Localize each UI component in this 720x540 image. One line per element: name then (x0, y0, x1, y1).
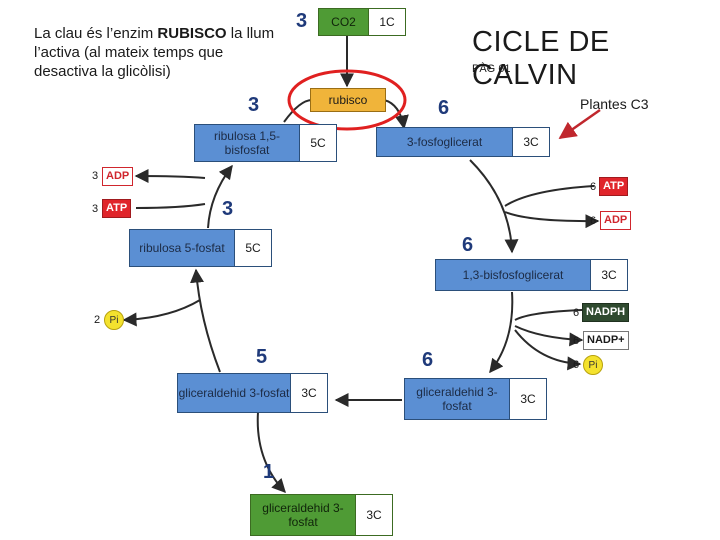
left-atp-coef: 3 (92, 203, 99, 215)
count-rubp: 3 (248, 94, 260, 116)
note-text-rubisco: RUBISCO (157, 25, 227, 42)
right-nadp-tag: NADP+ (583, 331, 629, 350)
ru5p-name: ribulosa 5-fosfat (130, 230, 234, 266)
rubisco-highlight-circle (287, 69, 407, 131)
explanation-note: La clau és l’enzim RUBISCO la llum l’act… (34, 24, 284, 81)
ru5p-carbons: 5C (234, 230, 271, 266)
page-title: CICLE DE CALVIN (472, 26, 610, 91)
bpga-to-g3p-arrow (489, 291, 514, 374)
right-nadph-tag: NADPH (582, 303, 630, 322)
g3p-output-name: gliceraldehid 3-fosfat (251, 495, 355, 535)
right-atp-coef: 6 (590, 181, 597, 193)
rubp-carbons: 5C (299, 125, 336, 161)
count-bpga: 6 (462, 234, 474, 256)
rubp-name: ribulosa 1,5-bisfosfat (195, 125, 299, 161)
pga-name: 3-fosfoglicerat (377, 128, 512, 156)
atp-in-arrow (135, 203, 206, 209)
count-co2: 3 (296, 10, 308, 32)
g3p-left-carbons: 3C (290, 374, 327, 412)
g3p-output-carbons: 3C (355, 495, 392, 535)
note-text-b: la llum l’activa (al mateix temps que de… (34, 25, 275, 80)
g3p-right-name: gliceraldehid 3-fosfat (405, 379, 509, 419)
note-text-a: La clau és l’enzim (34, 25, 158, 42)
count-pga: 6 (438, 97, 450, 119)
rubp-box: ribulosa 1,5-bisfosfat 5C (194, 124, 337, 162)
plantes-pointer-arrow (558, 108, 601, 140)
ru5p-box: ribulosa 5-fosfat 5C (129, 229, 272, 267)
left-adp-tag: ADP (102, 167, 134, 186)
pga-carbons: 3C (512, 128, 549, 156)
nadp-out-arrow (514, 325, 584, 347)
adp-right-out-arrow (504, 211, 600, 229)
g3p-left-name: gliceraldehid 3-fosfat (178, 374, 290, 412)
g3p-left-box: gliceraldehid 3-fosfat 3C (177, 373, 328, 413)
left-pi-coef: 2 (94, 314, 101, 326)
pga-box: 3-fosfoglicerat 3C (376, 127, 550, 157)
atp-right-in-arrow (504, 185, 595, 207)
pi-out-arrow (122, 299, 201, 327)
rubp-to-rubisco-arrow (283, 99, 313, 123)
left-pi-circle: Pi (104, 310, 124, 330)
pi-right-out-arrow (514, 329, 582, 371)
co2-name: CO2 (319, 9, 368, 35)
count-g3p-output: 1 (263, 461, 275, 483)
g3p-right-carbons: 3C (509, 379, 546, 419)
plant-type-label: Plantes C3 (580, 96, 649, 112)
count-g3p-left: 5 (256, 346, 268, 368)
rubisco-enzyme: rubisco (310, 88, 386, 112)
pga-to-bpga-arrow (469, 159, 519, 254)
co2-box: CO2 1C (318, 8, 406, 36)
nadph-in-arrow (514, 309, 583, 321)
count-g3p-right: 6 (422, 349, 434, 371)
bpga-carbons: 3C (590, 260, 627, 290)
ru5p-to-rubp-arrow (207, 164, 233, 229)
left-atp-tag: ATP (102, 199, 132, 218)
right-nadph-coef: 6 (573, 307, 580, 319)
right-adp-coef: 6 (590, 215, 597, 227)
page-reference: PÀG 61 (472, 63, 511, 75)
g3p-output-arrow (256, 411, 286, 494)
count-ru5p: 3 (222, 198, 234, 220)
g3p-to-ru5p-arrow (190, 268, 221, 373)
right-nadp-coef: 6 (573, 335, 580, 347)
g3p-right-box: gliceraldehid 3-fosfat 3C (404, 378, 547, 420)
left-adp-coef: 3 (92, 170, 99, 182)
right-atp-tag: ATP (599, 177, 629, 196)
co2-carbons: 1C (368, 9, 405, 35)
right-pi-coef: 6 (573, 359, 580, 371)
rubisco-to-pga-arrow (383, 99, 409, 130)
right-adp-tag: ADP (600, 211, 632, 230)
bpga-name: 1,3-bisfosfoglicerat (436, 260, 590, 290)
right-pi-circle: Pi (583, 355, 603, 375)
adp-out-arrow (134, 169, 206, 184)
bpga-box: 1,3-bisfosfoglicerat 3C (435, 259, 628, 291)
g3p-output-box: gliceraldehid 3-fosfat 3C (250, 494, 393, 536)
